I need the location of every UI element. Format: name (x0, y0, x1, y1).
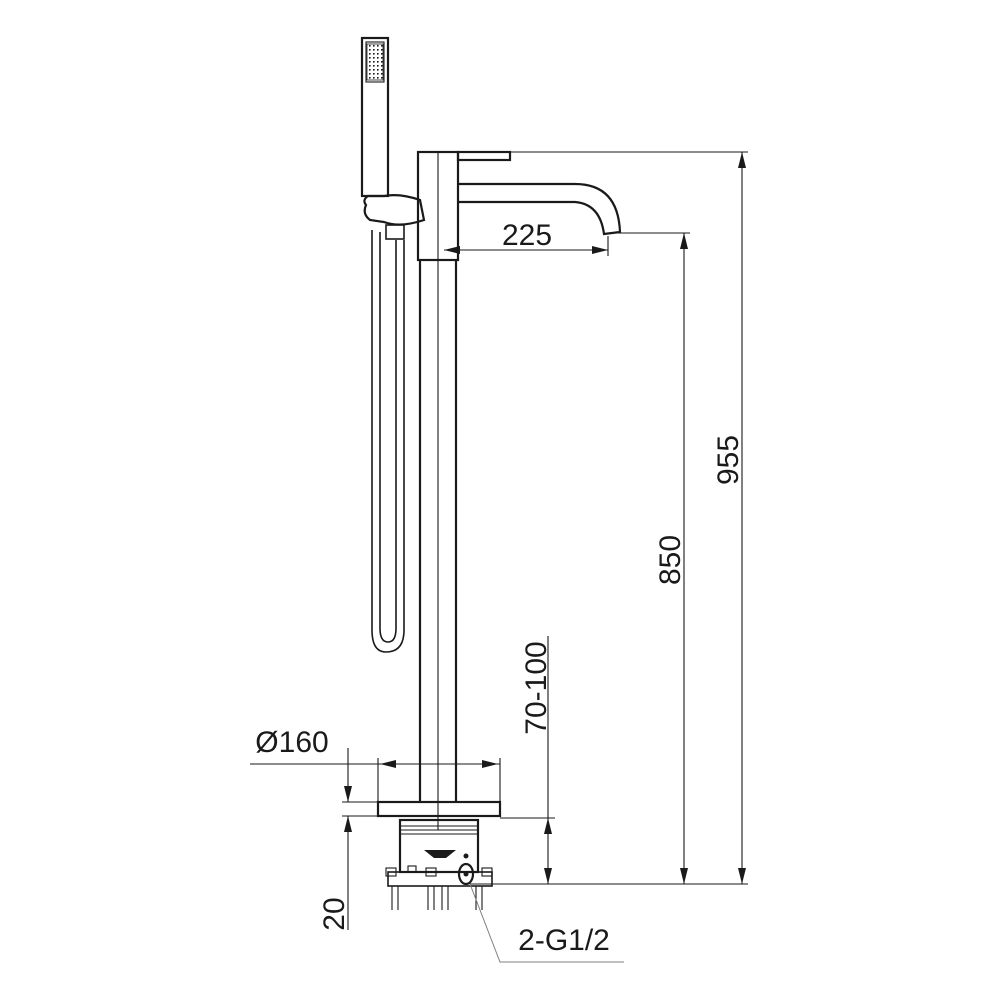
dim-spout-height: 850 (654, 233, 688, 884)
inlet-indicator-dot (463, 853, 469, 859)
base-assembly (376, 800, 502, 910)
bracket-tab (407, 865, 417, 873)
mounting-bracket (387, 871, 493, 887)
dim-base-diameter: Ø160 (250, 726, 501, 802)
base-plate (376, 800, 502, 818)
dim-box-depth-label: 70-100 (520, 641, 553, 734)
inlet-connection-center (463, 871, 469, 877)
hand-shower (360, 36, 426, 653)
inlet-connection (457, 862, 475, 886)
dim-base-thickness-label: 20 (318, 897, 351, 930)
spout-outline (458, 182, 622, 236)
shower-hose (371, 230, 405, 653)
dim-spout-reach: 225 (444, 219, 690, 256)
box-valve-mark (424, 850, 456, 858)
dim-spout-reach-label: 225 (502, 219, 552, 252)
shower-holder-nut (385, 224, 405, 240)
connection-label: 2-G1/2 (518, 924, 610, 957)
shower-spray-face-inner (365, 41, 385, 83)
bracket-screw (425, 867, 437, 877)
bracket-screw (481, 867, 493, 877)
leader-connection: 2-G1/2 (469, 883, 624, 963)
dim-total-height: 955 (510, 151, 748, 884)
dim-spout-height-label: 850 (654, 535, 687, 585)
dim-total-height-label: 955 (712, 435, 745, 485)
mixer-lever (456, 150, 512, 162)
dim-box-depth: 70-100 (470, 636, 748, 885)
main-column (416, 150, 512, 830)
shower-spray-face (366, 43, 384, 81)
bracket-screw (385, 867, 397, 877)
shower-holder (363, 194, 426, 226)
dim-base-diameter-label: Ø160 (255, 726, 328, 759)
dim-base-thickness: 20 (318, 748, 378, 931)
